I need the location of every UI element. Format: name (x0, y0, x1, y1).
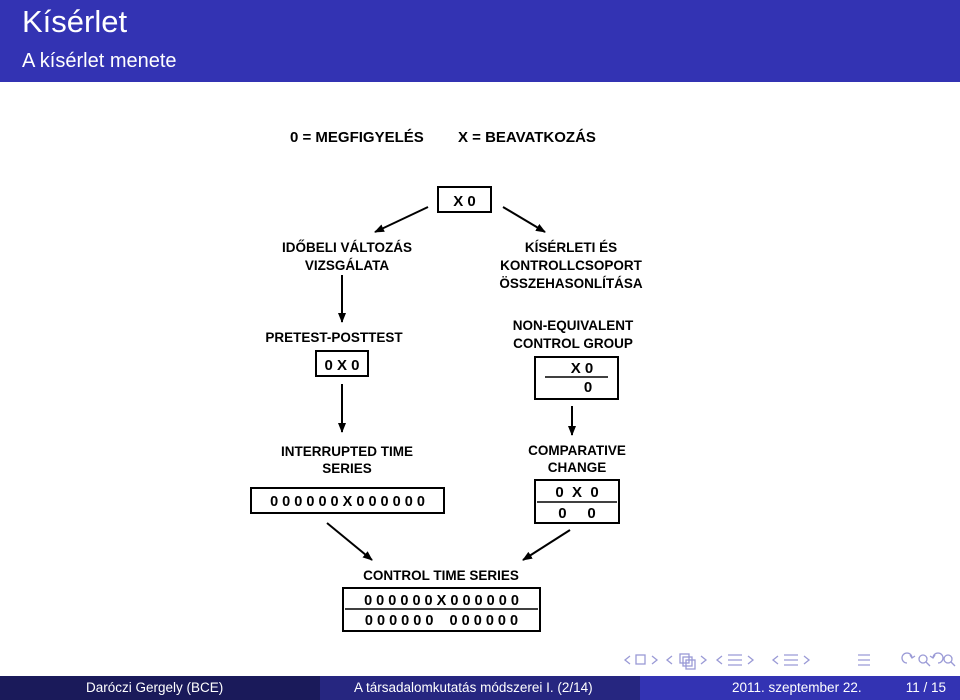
slide-footer: Daróczi Gergely (BCE) A társadalomkutatá… (0, 676, 960, 700)
cts-label: CONTROL TIME SERIES (363, 568, 519, 583)
nav-document-next-icon[interactable] (803, 655, 811, 665)
arrow-its-to-cts (326, 522, 373, 561)
nav-search-icon[interactable] (918, 654, 931, 667)
nav-subsection-next-icon[interactable] (700, 655, 708, 665)
nav-frame-prev-icon[interactable] (623, 655, 631, 665)
cts-box (342, 587, 541, 632)
experiment-design-diagram: 0 = MEGFIGYELÉS X = BEAVATKOZÁS X 0 IDŐB… (250, 129, 643, 632)
right-branch-line-1: KÍSÉRLETI ÉS (525, 240, 617, 255)
its-label-line-2: SERIES (322, 461, 372, 476)
nav-subsection-icon[interactable] (679, 653, 696, 670)
footer-author: Daróczi Gergely (BCE) (0, 676, 320, 700)
nonequiv-label-line-1: NON-EQUIVALENT (513, 318, 634, 333)
nav-section-prev-icon[interactable] (715, 655, 723, 665)
arrow-top-left (374, 206, 429, 233)
right-branch-line-2: KONTROLLCSOPORT (500, 258, 642, 273)
cts-box-bottom: 0 0 0 0 0 0 0 0 0 0 0 0 (365, 613, 518, 629)
nav-redo-icon[interactable] (929, 652, 944, 664)
comparative-box-top: 0 X 0 (555, 484, 598, 501)
nav-section-icon[interactable] (728, 654, 742, 666)
nav-appendix-icon[interactable] (858, 654, 870, 666)
comparative-box-bottom: 0 0 (558, 505, 596, 522)
nav-document-prev-icon[interactable] (771, 655, 779, 665)
comparative-box (534, 479, 620, 524)
slide-header: Kísérlet A kísérlet menete (0, 0, 960, 82)
nav-document-icon[interactable] (784, 654, 798, 666)
nav-subsection-prev-icon[interactable] (665, 655, 673, 665)
right-branch-line-3: ÖSSZEHASONLÍTÁSA (499, 276, 643, 291)
cts-box-top: 0 0 0 0 0 0 X 0 0 0 0 0 0 (364, 593, 519, 609)
nav-frame-icon[interactable] (635, 654, 646, 665)
its-box-text: 0 0 0 0 0 0 X 0 0 0 0 0 0 (270, 494, 425, 510)
legend-observation: 0 = MEGFIGYELÉS (290, 129, 424, 146)
nonequiv-box-top: X 0 (571, 360, 594, 377)
footer-date-page: 2011. szeptember 22. 11 / 15 (640, 676, 960, 700)
nav-undo-icon[interactable] (901, 652, 916, 664)
nav-zoom-icon[interactable] (943, 654, 956, 667)
pretest-box (315, 350, 369, 377)
comparative-label-line-2: CHANGE (548, 460, 607, 475)
legend-intervention: X = BEAVATKOZÁS (458, 129, 596, 146)
pretest-box-text: 0 X 0 (324, 357, 359, 374)
slide-subtitle: A kísérlet menete (22, 50, 177, 72)
nav-section-next-icon[interactable] (747, 655, 755, 665)
comparative-label-line-1: COMPARATIVE (528, 443, 626, 458)
nav-frame-next-icon[interactable] (651, 655, 659, 665)
nonequiv-box (534, 356, 619, 400)
nonequiv-label-line-2: CONTROL GROUP (513, 336, 633, 351)
arrow-comparative-to-cts (522, 529, 571, 561)
nonequiv-box-bottom: 0 (584, 379, 592, 396)
footer-date: 2011. szeptember 22. (732, 680, 862, 695)
arrow-top-right (502, 206, 546, 233)
left-branch-line-1: IDŐBELI VÁLTOZÁS (282, 240, 412, 255)
its-box (250, 487, 445, 514)
its-label-line-1: INTERRUPTED TIME (281, 444, 413, 459)
slide-title: Kísérlet (22, 4, 128, 39)
footer-page-number: 11 / 15 (905, 680, 946, 695)
top-box-text: X 0 (453, 193, 476, 210)
top-box (437, 186, 492, 213)
left-branch-line-2: VIZSGÁLATA (305, 258, 389, 273)
footer-course: A társadalomkutatás módszerei I. (2/14) (320, 676, 640, 700)
navigation-bar (620, 650, 960, 670)
pretest-label: PRETEST-POSTTEST (265, 330, 403, 345)
